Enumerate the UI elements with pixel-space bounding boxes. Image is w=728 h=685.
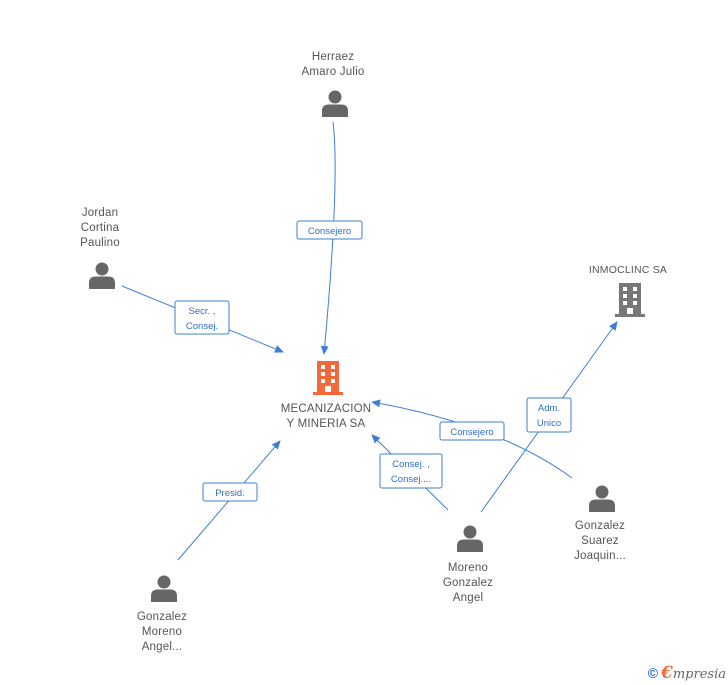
building-icon — [313, 361, 343, 395]
node-label: Paulino — [80, 237, 120, 249]
edge-label: Adm. — [538, 403, 560, 414]
node-label: Herraez — [312, 51, 354, 63]
building-icon — [615, 283, 645, 317]
edge-gonzalez-suarez-mecanizacion[interactable]: Consejero — [371, 399, 573, 479]
node-moreno[interactable]: Moreno Gonzalez Angel — [443, 525, 493, 605]
node-label: Gonzalez — [443, 577, 493, 589]
edge-label: Presid. — [215, 488, 245, 499]
brand-name: mpresia — [672, 667, 726, 682]
node-label: Amaro Julio — [302, 66, 365, 78]
node-gonzalez-suarez[interactable]: Gonzalez Suarez Joaquin... — [574, 485, 626, 563]
person-icon — [89, 262, 115, 289]
edge-herraez-mecanizacion[interactable]: Consejero — [296, 121, 363, 355]
edge-label: Secr. , — [189, 306, 216, 317]
node-mecanizacion[interactable]: MECANIZACION Y MINERIA SA — [281, 361, 372, 430]
node-inmoclinc[interactable]: INMOCLINC SA — [589, 264, 667, 317]
edge-label: Consej. — [186, 321, 218, 332]
node-label: Moreno — [448, 562, 488, 574]
node-herraez[interactable]: Herraez Amaro Julio — [302, 51, 365, 117]
node-label: Joaquin... — [574, 550, 626, 562]
person-icon — [151, 575, 177, 602]
brand-initial: € — [661, 663, 673, 683]
edge-moreno-inmoclinc[interactable]: Adm. Unico — [480, 321, 618, 513]
edge-label: Consejero — [308, 226, 351, 237]
brand-logo: €mpresia — [661, 663, 726, 683]
edges: Consejero Secr. , Consej. Consejero Cons… — [121, 121, 618, 561]
edge-gonzalez-moreno-mecanizacion[interactable]: Presid. — [177, 440, 281, 561]
node-label: Gonzalez — [575, 520, 625, 532]
node-label: Y MINERIA SA — [287, 418, 366, 430]
person-icon — [589, 485, 615, 512]
node-label: Suarez — [581, 535, 619, 547]
edge-label: Consej. , — [392, 459, 430, 470]
node-jordan[interactable]: Jordan Cortina Paulino — [80, 207, 120, 289]
person-icon — [322, 90, 348, 117]
node-label: MECANIZACION — [281, 403, 372, 415]
node-label: Cortina — [81, 222, 120, 234]
person-icon — [457, 525, 483, 552]
node-gonzalez-moreno[interactable]: Gonzalez Moreno Angel... — [137, 575, 187, 654]
node-label: Jordan — [82, 207, 118, 219]
edge-label: Consej.... — [391, 474, 431, 485]
edge-label: Unico — [537, 418, 561, 429]
edge-moreno-mecanizacion[interactable]: Consej. , Consej.... — [371, 434, 449, 511]
node-label: Moreno — [142, 626, 182, 638]
node-label: Angel... — [142, 641, 183, 653]
edge-jordan-mecanizacion[interactable]: Secr. , Consej. — [121, 285, 284, 353]
node-label: Angel — [453, 592, 483, 604]
edge-label: Consejero — [450, 427, 493, 438]
node-label: INMOCLINC SA — [589, 264, 667, 276]
node-label: Gonzalez — [137, 611, 187, 623]
footer-brand[interactable]: © €mpresia — [648, 663, 726, 683]
copyright-icon: © — [647, 665, 659, 681]
